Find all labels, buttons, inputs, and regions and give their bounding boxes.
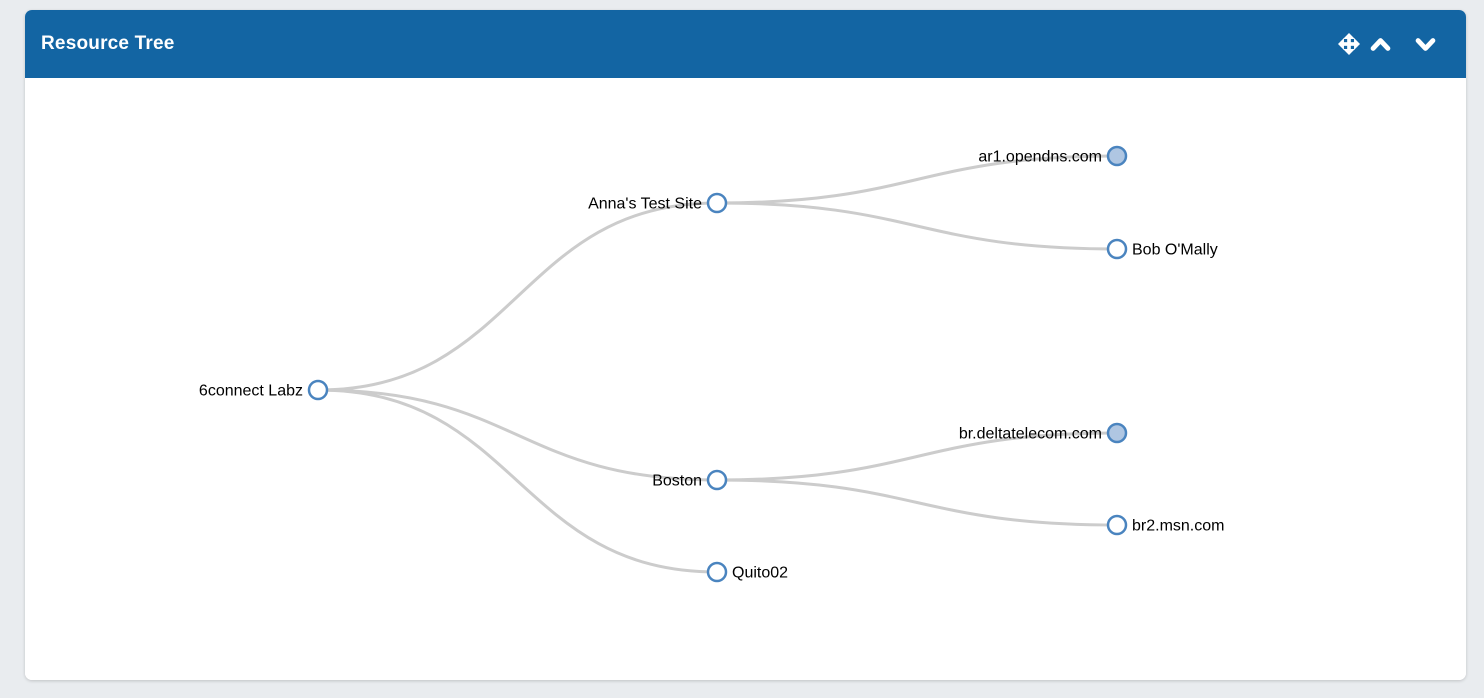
header-icon-group [1338, 33, 1436, 55]
panel-title: Resource Tree [41, 33, 175, 54]
tree-node-circle-ar1[interactable] [1106, 145, 1128, 167]
tree-canvas[interactable]: 6connect Labz Anna's Test Site ar1.opendns… [25, 78, 1466, 680]
tree-node-label-brdelta[interactable]: br.deltatelecom.com [959, 426, 1102, 443]
tree-node-quito[interactable]: Quito02 [706, 561, 788, 583]
tree-node-anna[interactable]: Anna's Test Site [588, 192, 728, 214]
tree-node-label-quito[interactable]: Quito02 [732, 565, 788, 582]
tree-node-circle-anna[interactable] [706, 192, 728, 214]
tree-node-boston[interactable]: Boston [652, 469, 728, 491]
tree-node-circle-bob[interactable] [1106, 238, 1128, 260]
tree-node-circle-boston[interactable] [706, 469, 728, 491]
tree-link-anna-ar1 [716, 154, 1118, 205]
tree-link-anna-bob [716, 201, 1118, 251]
tree-link-boston-brdelta [716, 431, 1118, 482]
tree-node-circle-br2[interactable] [1106, 514, 1128, 536]
tree-link-boston-br2 [716, 478, 1118, 527]
tree-node-label-boston[interactable]: Boston [652, 473, 702, 490]
tree-node-label-root[interactable]: 6connect Labz [199, 383, 303, 400]
tree-node-label-anna[interactable]: Anna's Test Site [588, 196, 702, 213]
tree-link-root-boston [317, 388, 718, 482]
tree-node-circle-brdelta[interactable] [1106, 422, 1128, 444]
move-icon[interactable] [1338, 33, 1360, 55]
tree-node-label-bob[interactable]: Bob O'Mally [1132, 242, 1218, 259]
panel-header: Resource Tree [25, 10, 1466, 78]
chevron-down-icon[interactable] [1415, 37, 1436, 52]
resource-tree-panel: Resource Tree [25, 10, 1466, 680]
chevron-up-icon[interactable] [1370, 37, 1391, 52]
tree-node-label-ar1[interactable]: ar1.opendns.com [978, 149, 1102, 166]
tree-node-root[interactable]: 6connect Labz [199, 379, 329, 401]
tree-node-bob[interactable]: Bob O'Mally [1106, 238, 1218, 260]
tree-node-circle-quito[interactable] [706, 561, 728, 583]
tree-link-root-quito [317, 388, 718, 574]
tree-node-brdelta[interactable]: br.deltatelecom.com [959, 422, 1128, 444]
resource-tree-svg: 6connect Labz Anna's Test Site ar1.opendns… [199, 145, 1224, 583]
tree-node-circle-root[interactable] [307, 379, 329, 401]
tree-node-br2[interactable]: br2.msn.com [1106, 514, 1224, 536]
tree-node-label-br2[interactable]: br2.msn.com [1132, 518, 1224, 535]
tree-link-root-anna [317, 201, 718, 392]
tree-node-ar1[interactable]: ar1.opendns.com [978, 145, 1128, 167]
